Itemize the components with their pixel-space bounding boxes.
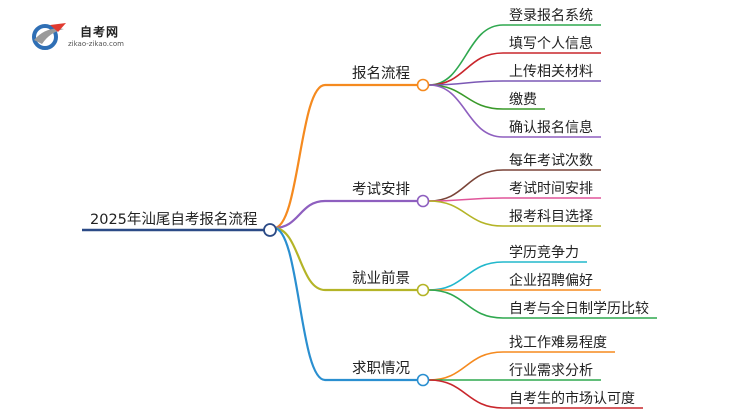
branch-2-leaf-1-connector [428, 169, 504, 202]
branch-1-leaf-2-label: 填写个人信息 [509, 35, 593, 52]
branch-3-leaf-1-connector [428, 261, 504, 291]
branch-4-leaf-2-label: 行业需求分析 [509, 363, 593, 379]
branch-4-leaf-1-connector [428, 351, 504, 381]
root-node [263, 223, 277, 237]
branch-1-leaf-4-connector [428, 84, 504, 110]
branch-4-label: 求职情况 [352, 360, 410, 377]
branch-2-leaf-3-label: 报考科目选择 [509, 209, 593, 225]
logo-url: zikao-zikao.com [68, 40, 124, 48]
branch-4-leaf-1-label: 找工作难易程度 [509, 335, 607, 351]
branch-3-node [416, 283, 430, 297]
branch-1-leaf-1-connector [428, 24, 504, 86]
root-label: 2025年汕尾自考报名流程 [90, 211, 257, 228]
branch-3-leaf-3-label: 自考与全日制学历比较 [509, 300, 649, 317]
branch-1-leaf-1-label: 登录报名系统 [509, 8, 593, 24]
branch-3-label: 就业前景 [352, 270, 410, 287]
branch-4-node [416, 373, 430, 387]
logo-icon [32, 23, 66, 50]
site-logo: 自考网 zikao-zikao.com [30, 20, 140, 54]
branch-1-leaf-3-label: 上传相关材料 [509, 64, 593, 80]
branch-1-label: 报名流程 [352, 65, 410, 82]
logo-name: 自考网 [80, 25, 120, 39]
branch-2-label: 考试安排 [352, 181, 410, 198]
branch-2-node [416, 194, 430, 208]
branch-4-leaf-3-label: 自考生的市场认可度 [509, 390, 635, 407]
branch-2-leaf-1-label: 每年考试次数 [509, 153, 593, 169]
branch-2-connector [273, 199, 326, 230]
branch-3-leaf-1-label: 学历竞争力 [509, 244, 579, 261]
branch-1-leaf-2-connector [428, 52, 504, 86]
branch-1-leaf-4-label: 缴费 [509, 92, 537, 108]
branch-4-leaf-3-connector [428, 379, 504, 409]
branch-2-leaf-2-label: 考试时间安排 [509, 181, 593, 197]
branch-1-leaf-5-connector [428, 84, 504, 138]
branch-3-connector [273, 226, 326, 292]
branch-1-leaf-5-label: 确认报名信息 [509, 119, 593, 136]
branch-3-leaf-3-connector [428, 289, 504, 319]
branch-2-leaf-3-connector [428, 200, 504, 227]
branch-3-leaf-2-label: 企业招聘偏好 [509, 272, 593, 289]
branch-1-connector [273, 83, 326, 230]
branch-4-connector [273, 226, 326, 382]
branch-1-node [416, 78, 430, 92]
